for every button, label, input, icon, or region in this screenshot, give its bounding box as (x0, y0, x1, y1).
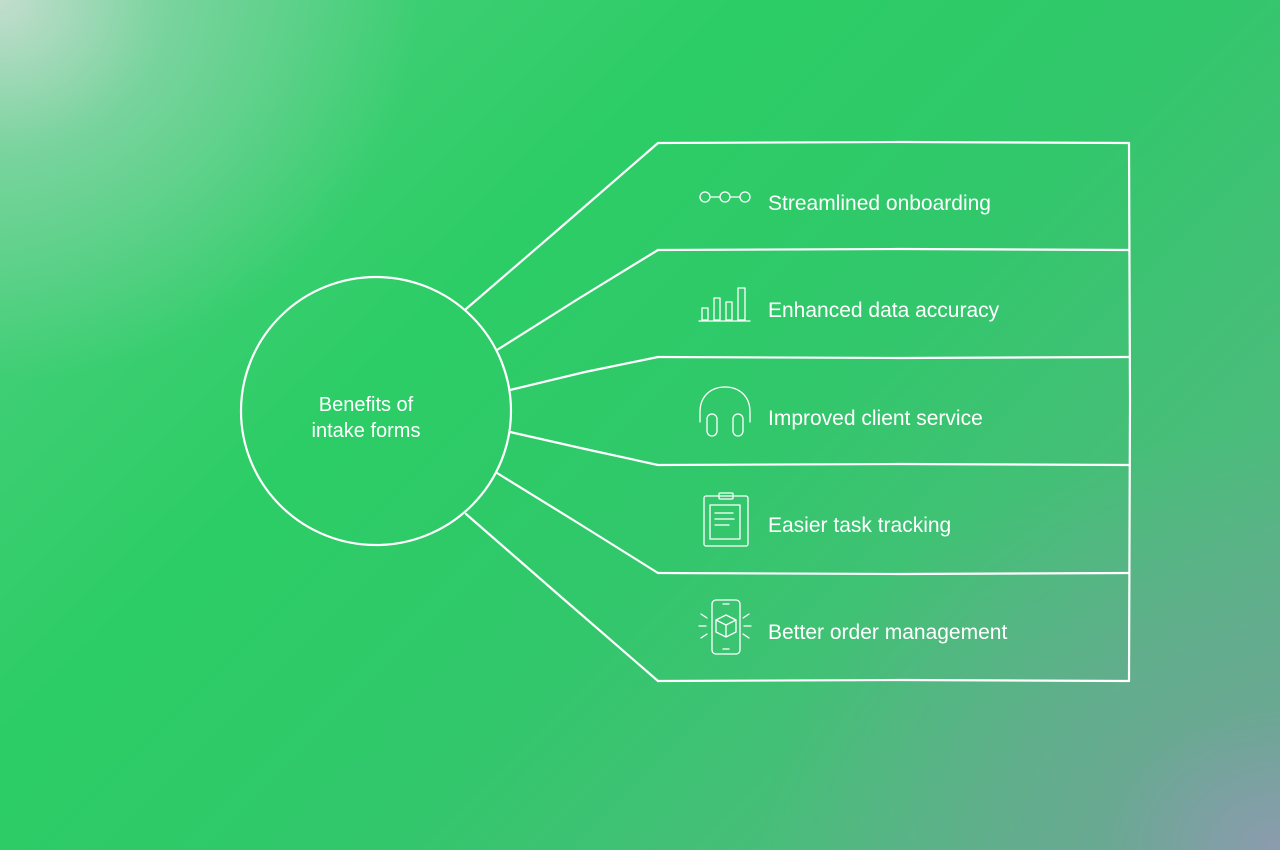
headphones-icon (699, 386, 751, 437)
center-circle (239, 275, 513, 547)
progress-dots-icon (699, 191, 751, 203)
row-divider-1 (656, 247, 1131, 252)
connector-line-1 (464, 141, 660, 311)
item-label-easier-task-tracking: Easier task tracking (768, 514, 952, 537)
row-divider-top (656, 140, 1131, 145)
connector-line-5 (495, 471, 660, 575)
item-label-streamlined-onboarding: Streamlined onboarding (768, 192, 991, 215)
item-label-enhanced-data-accuracy: Enhanced data accuracy (768, 299, 1000, 322)
connector-line-4 (508, 430, 660, 467)
center-label-line-1: Benefits of (318, 394, 414, 416)
connector-line-6 (464, 512, 660, 683)
phone-package-icon (698, 599, 752, 655)
connector-line-3 (508, 355, 660, 392)
clipboard-icon (703, 492, 749, 547)
item-label-better-order-management: Better order management (768, 621, 1008, 644)
row-divider-3 (656, 462, 1131, 467)
center-label: Benefits of intake forms (266, 392, 466, 444)
center-label-line-2: intake forms (311, 420, 421, 442)
bar-chart-icon (698, 287, 751, 322)
row-divider-4 (656, 571, 1131, 576)
row-divider-2 (656, 355, 1131, 360)
connector-line-2 (495, 248, 660, 352)
item-label-improved-client-service: Improved client service (768, 407, 983, 430)
panel-right-border (1127, 141, 1132, 683)
row-divider-bottom (656, 678, 1131, 683)
